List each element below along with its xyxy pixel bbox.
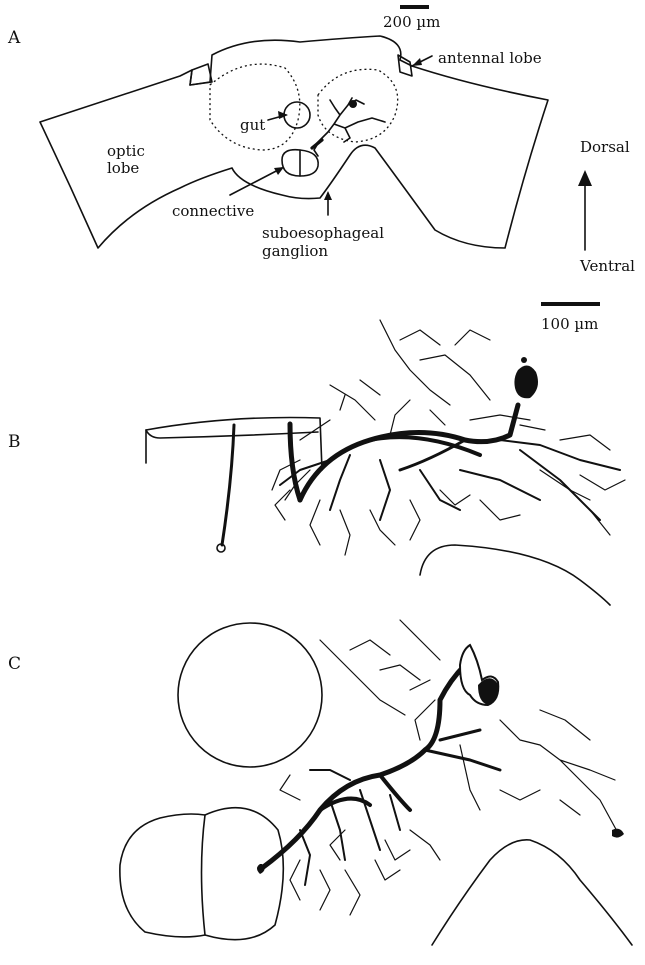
antennal-tab-left bbox=[190, 64, 212, 85]
scalebar-b-label: 100 µm bbox=[541, 316, 598, 333]
brain-outline-b bbox=[420, 545, 610, 605]
brain-outline-c bbox=[432, 840, 632, 945]
right-lobe-dashed bbox=[318, 69, 398, 142]
panel-b-letter: B bbox=[8, 434, 21, 451]
left-lobe-circle-c bbox=[178, 623, 322, 767]
panel-c-letter: C bbox=[8, 656, 21, 673]
brain-outline bbox=[40, 36, 548, 248]
soma-b bbox=[514, 365, 538, 398]
neuron-b bbox=[272, 320, 625, 555]
